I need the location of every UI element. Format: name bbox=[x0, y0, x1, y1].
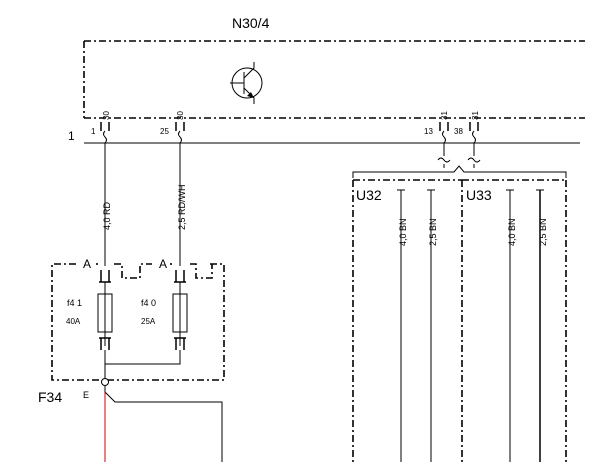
fuse-slot-a-1: A bbox=[83, 257, 91, 271]
fuse-box-name: F34 bbox=[38, 389, 62, 405]
wire-label-2-5-rd-wh: 2,5 RD/WH bbox=[177, 184, 187, 230]
pin-38-number: 38 bbox=[454, 127, 463, 136]
u33-wire-2: 2,5 BN bbox=[536, 189, 548, 462]
pin-25: 30 25 bbox=[160, 111, 185, 266]
fuse-f40-name: f4 0 bbox=[141, 298, 156, 308]
pin-1-terminal: 30 bbox=[102, 111, 111, 120]
wire-label-4-0-rd: 4,0 RD bbox=[102, 201, 112, 230]
connector-row-number: 1 bbox=[68, 129, 75, 143]
u33-wire-2-label: 2,5 BN bbox=[538, 218, 548, 246]
pin-38: 31 38 bbox=[454, 111, 481, 163]
pin-13: 31 13 bbox=[424, 111, 451, 163]
pin-38-terminal: 31 bbox=[471, 111, 480, 120]
pin-13-terminal: 31 bbox=[440, 111, 449, 120]
pin-1-number: 1 bbox=[91, 127, 96, 136]
u32-wire-2-label: 2,5 BN bbox=[428, 218, 438, 246]
ground-u32: U32 4,0 BN 2,5 BN bbox=[352, 179, 463, 462]
fuse-box-f34: A A f4 1 40A f4 0 25A bbox=[51, 257, 225, 381]
fuse-f41-name: f4 1 bbox=[67, 298, 82, 308]
fuse-f40: f4 0 25A bbox=[141, 270, 188, 350]
u32-wire-1: 4,0 BN bbox=[397, 189, 408, 462]
ground-u33-name: U33 bbox=[466, 187, 492, 203]
ground-bracket bbox=[352, 164, 567, 178]
fuse-slot-a-2: A bbox=[159, 257, 167, 271]
pin-13-number: 13 bbox=[424, 127, 433, 136]
pin-25-terminal: 30 bbox=[176, 111, 185, 120]
pin-25-number: 25 bbox=[160, 127, 169, 136]
transistor-icon bbox=[230, 62, 263, 104]
ground-u32-name: U32 bbox=[356, 187, 382, 203]
output-terminal-e bbox=[101, 378, 223, 462]
u33-wire-1: 4,0 BN bbox=[506, 189, 517, 462]
fuse-f41-rating: 40A bbox=[66, 317, 81, 326]
u33-wire-1-label: 4,0 BN bbox=[507, 218, 517, 246]
pin-1: 30 1 bbox=[91, 111, 111, 266]
fuse-f41: f4 1 40A bbox=[66, 270, 113, 350]
module-name: N30/4 bbox=[232, 15, 270, 31]
ground-u33: U33 4,0 BN 2,5 BN bbox=[462, 179, 567, 462]
fuse-box-output-pin: E bbox=[83, 390, 89, 400]
fuse-f40-rating: 25A bbox=[141, 317, 156, 326]
u32-wire-2: 2,5 BN bbox=[427, 189, 438, 462]
u32-wire-1-label: 4,0 BN bbox=[398, 218, 408, 246]
module-n30-4-box bbox=[83, 40, 585, 144]
